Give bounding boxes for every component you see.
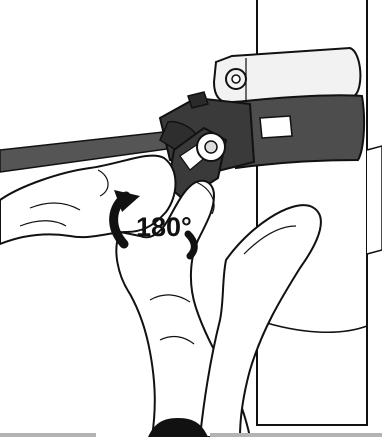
rotation-angle-label: 180° xyxy=(136,212,192,242)
secondary-tube xyxy=(367,146,382,254)
clamp-ring xyxy=(214,48,360,102)
strap-slot xyxy=(260,116,292,138)
